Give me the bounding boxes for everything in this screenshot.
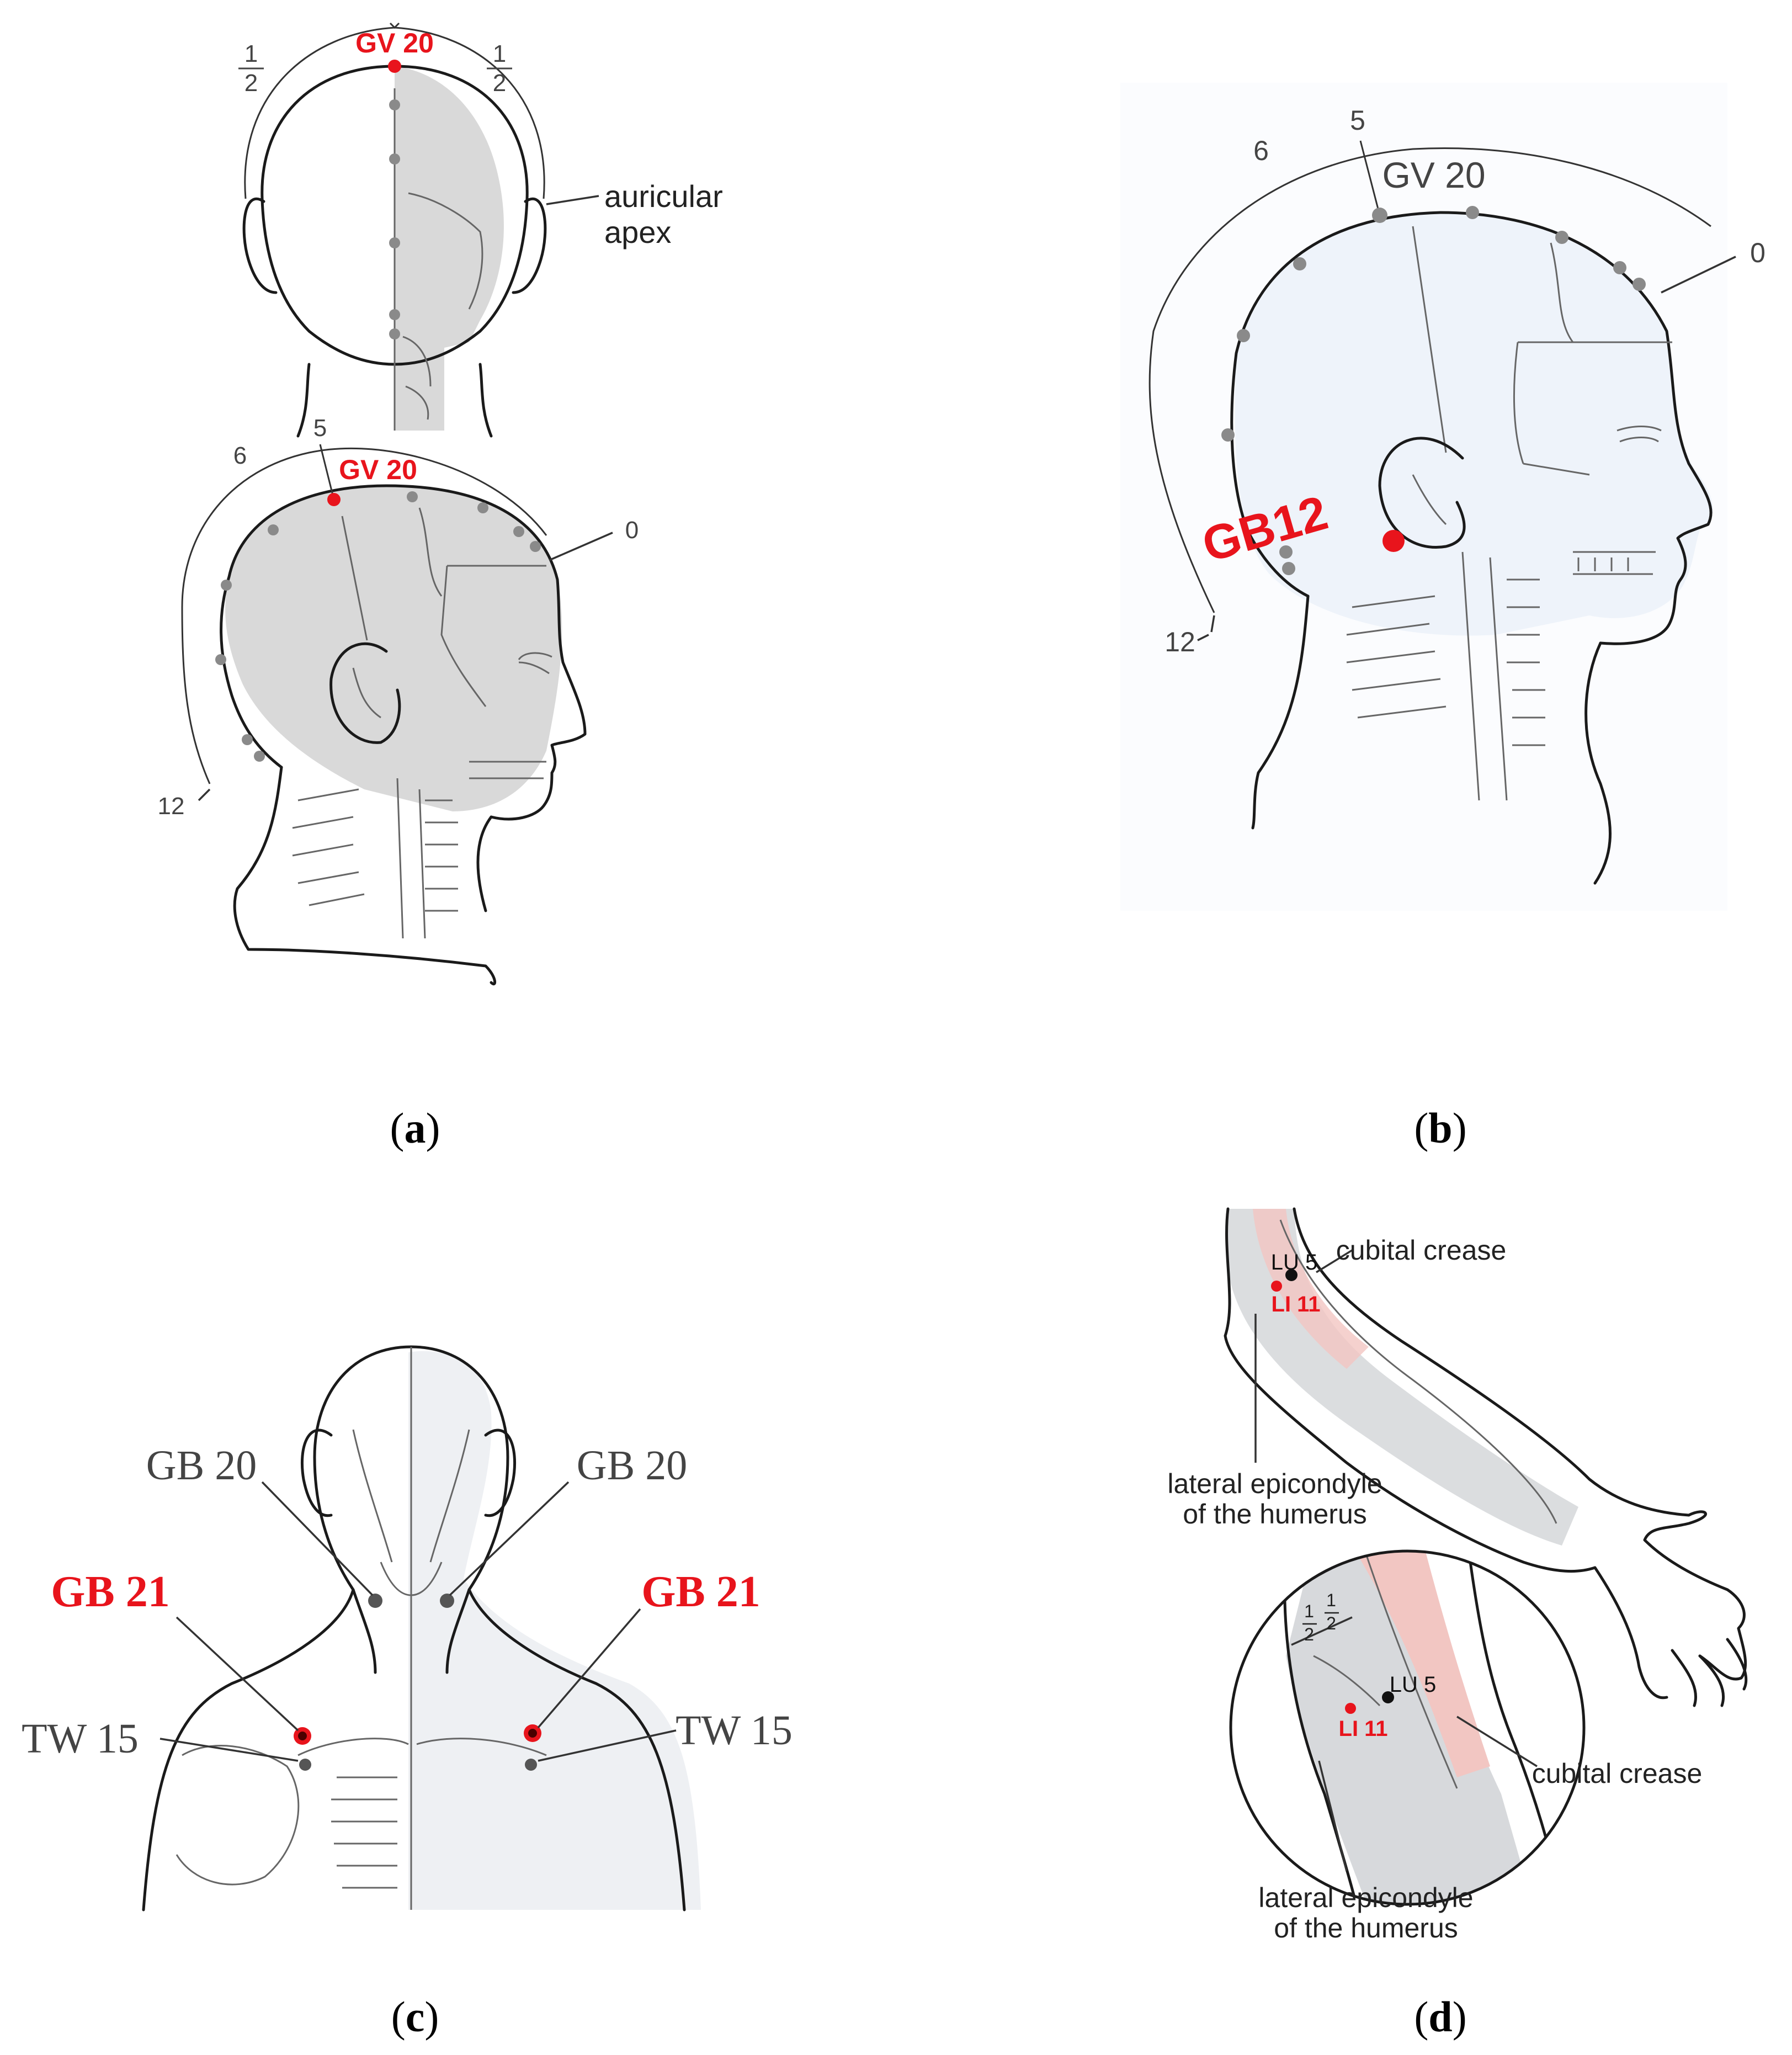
panel-d-lu5-top-label: LU 5	[1271, 1250, 1318, 1275]
panel-a-num-0: 0	[625, 517, 639, 544]
panel-d: LU 5 LI 11 cubital crease lateral epicon…	[1167, 1207, 1748, 2041]
reference-point	[530, 541, 541, 552]
reference-point	[1221, 428, 1235, 442]
panel-b-gb12-point	[1382, 530, 1405, 552]
panel-d-lu5-top-point	[1285, 1269, 1298, 1281]
panel-c-gb20-left-point	[368, 1594, 382, 1608]
panel-b-num-5: 5	[1350, 105, 1365, 136]
panel-d-inset-frac-num: 1	[1304, 1601, 1314, 1621]
panel-c-tw15-right-point	[525, 1759, 537, 1771]
panel-a-frac-right-num: 1	[493, 40, 506, 67]
reference-point	[1555, 231, 1568, 244]
reference-point	[215, 654, 226, 665]
panel-c-gb21-left-label: GB 21	[51, 1568, 170, 1616]
panel-b-caption-letter: b	[1428, 1104, 1452, 1152]
panel-d-cubital-top-label: cubital crease	[1336, 1235, 1507, 1266]
point-core	[528, 1729, 537, 1738]
panel-d-inset: 1 2 1 2 LU 5 LI 11 cubital crease latera…	[1229, 1549, 1703, 1944]
panel-a-gv20-label-top: GV 20	[355, 28, 434, 59]
panel-d-caption: (d)	[1414, 1993, 1466, 2041]
panel-c-gb20-right-point	[440, 1594, 454, 1608]
panel-d-lateral-inset-label-1: lateral epicondyle	[1258, 1882, 1473, 1913]
panel-a-lateral-head: 12 0 6 5 GV 20	[158, 415, 639, 985]
reference-point	[242, 734, 253, 745]
reference-point	[1279, 545, 1293, 559]
reference-point	[1633, 278, 1646, 291]
panel-c-tw15-right-label: TW 15	[676, 1707, 793, 1754]
panel-d-li11-inset-label: LI 11	[1339, 1717, 1388, 1741]
reference-point	[389, 328, 400, 339]
reference-point	[389, 237, 400, 248]
panel-d-lu5-inset-label: LU 5	[1390, 1672, 1437, 1697]
panel-d-li11-top-point	[1271, 1281, 1282, 1292]
panel-c: GB 20 GB 20 GB 21 GB 21 TW 15 TW 15 (c)	[22, 1345, 793, 2041]
panel-a-caption: (a)	[390, 1104, 440, 1152]
panel-a-num-6: 6	[233, 442, 247, 469]
panel-c-caption: (c)	[391, 1993, 439, 2041]
panel-b-gv20-label: GV 20	[1382, 155, 1485, 195]
reference-point	[1293, 257, 1306, 270]
reference-point	[1282, 562, 1295, 575]
reference-point	[1613, 261, 1626, 274]
panel-a-num-5: 5	[313, 415, 327, 442]
panel-c-gb20-left-label: GB 20	[146, 1442, 257, 1489]
panel-a-gv20-point-side	[327, 493, 341, 506]
panel-a-auricular-label-1: auricular	[604, 179, 723, 214]
panel-a-frac-right-den: 2	[493, 70, 506, 97]
reference-point	[389, 309, 400, 320]
reference-point	[389, 99, 400, 110]
panel-a-frac-left-den: 2	[244, 70, 258, 97]
panel-d-caption-letter: d	[1428, 1993, 1452, 2041]
panel-a-gv20-point-top	[388, 60, 401, 73]
panel-b-gv20-point	[1372, 208, 1387, 223]
panel-c-gb21-right-label: GB 21	[641, 1568, 761, 1616]
panel-d-inset-frac-den: 2	[1304, 1624, 1314, 1644]
reference-point	[268, 524, 279, 535]
reference-point	[407, 491, 418, 502]
point-core	[298, 1732, 307, 1740]
panel-d-li11-top-label: LI 11	[1272, 1292, 1321, 1316]
reference-point	[221, 580, 232, 591]
panel-c-tw15-left-label: TW 15	[22, 1716, 139, 1762]
panel-a-frac-left-num: 1	[244, 40, 258, 67]
panel-c-tw15-left-point	[299, 1759, 311, 1771]
panel-d-cubital-inset-label: cubital crease	[1532, 1758, 1703, 1789]
panel-a-num-12: 12	[158, 793, 185, 820]
reference-point	[1466, 206, 1479, 219]
panel-d-inset-frac-num-2: 1	[1326, 1590, 1336, 1610]
panel-d-inset-frac-den-2: 2	[1326, 1613, 1336, 1633]
panel-d-li11-inset-point	[1345, 1703, 1356, 1714]
panel-d-lu5-inset-point	[1382, 1691, 1394, 1703]
panel-a: 1 2 1 2 GV 20 auricular apex	[158, 22, 723, 1152]
panel-b-caption: (b)	[1414, 1104, 1466, 1152]
panel-a-gv20-label-side: GV 20	[339, 454, 417, 485]
panel-a-auricular-label-2: apex	[604, 215, 671, 249]
reference-point	[477, 502, 488, 513]
panel-b-num-12: 12	[1164, 626, 1195, 657]
panel-d-lateral-top-label-2: of the humerus	[1183, 1499, 1367, 1530]
panel-c-caption-letter: c	[406, 1993, 425, 2041]
panel-b-num-6: 6	[1253, 135, 1269, 166]
panel-c-gb20-right-label: GB 20	[577, 1442, 688, 1489]
panel-a-posterior-head: 1 2 1 2 GV 20 auricular apex	[238, 22, 723, 438]
reference-point	[513, 526, 524, 537]
reference-point	[1237, 329, 1250, 342]
panel-a-caption-letter: a	[405, 1104, 426, 1152]
reference-point	[254, 751, 265, 762]
panel-d-lateral-inset-label-2: of the humerus	[1274, 1913, 1458, 1944]
panel-d-lateral-top-label-1: lateral epicondyle	[1167, 1468, 1382, 1499]
reference-point	[389, 153, 400, 164]
panel-b: 12 0 6 5 GV 20 GB12 (b)	[1120, 83, 1766, 1152]
panel-b-num-0: 0	[1750, 237, 1766, 268]
